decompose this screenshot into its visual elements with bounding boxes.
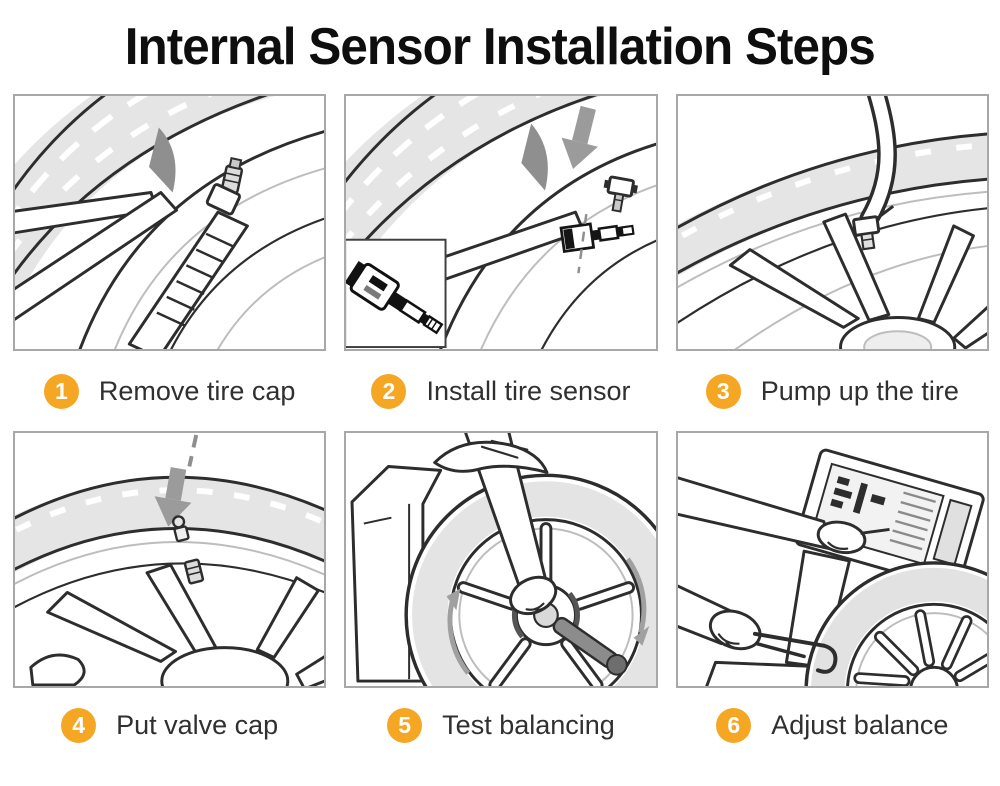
sensor-inset-box	[346, 238, 447, 349]
step-caption-1: 1 Remove tire cap	[13, 351, 326, 431]
step-number-badge: 6	[716, 707, 752, 743]
steps-grid-row-1: 1 Remove tire cap	[13, 94, 989, 431]
tire-lever-valve-tool-illustration	[15, 96, 325, 349]
step-panel-4	[13, 431, 327, 688]
step-number-badge: 5	[387, 707, 423, 743]
step-number-badge: 2	[371, 373, 407, 409]
step-number-badge: 4	[61, 707, 97, 743]
down-arrow-icon	[154, 467, 192, 527]
down-arrow-icon	[561, 105, 599, 169]
step-cell-3: 3 Pump up the tire	[675, 94, 989, 431]
step-label: Put valve cap	[116, 709, 279, 740]
step-caption-3: 3 Pump up the tire	[676, 351, 989, 431]
step-cell-4: 4 Put valve cap	[13, 431, 327, 762]
step-cell-6: 6 Adjust balance	[675, 431, 989, 762]
air-hose-on-valve-illustration	[677, 96, 987, 349]
balancer-console-adjust-illustration	[677, 448, 987, 686]
header: Internal Sensor Installation Steps	[0, 0, 1000, 94]
step-label: Test balancing	[442, 709, 615, 740]
steps-grid-row-2: 4 Put valve cap	[13, 431, 989, 762]
step-panel-2	[344, 94, 658, 351]
wheel-balancer-spin-illustration	[350, 433, 656, 686]
step-cell-5: 5 Test balancing	[344, 431, 658, 762]
step-panel-1	[13, 94, 327, 351]
step-label: Adjust balance	[771, 709, 949, 740]
step-label: Remove tire cap	[98, 375, 296, 406]
sensor-insert-with-inset-illustration	[346, 96, 656, 349]
step-caption-4: 4 Put valve cap	[13, 688, 326, 762]
step-cell-1: 1 Remove tire cap	[13, 94, 327, 431]
step-caption-6: 6 Adjust balance	[676, 688, 989, 762]
step-number-badge: 1	[43, 373, 79, 409]
valve-cap-arrow-illustration	[15, 434, 325, 686]
step-panel-5	[344, 431, 658, 688]
step-label: Install tire sensor	[426, 375, 631, 406]
step-cell-2: 2 Install tire sensor	[344, 94, 658, 431]
step-label: Pump up the tire	[760, 375, 959, 406]
step-panel-3	[675, 94, 989, 351]
step-caption-2: 2 Install tire sensor	[344, 351, 657, 431]
step-number-badge: 3	[705, 373, 741, 409]
step-panel-6	[675, 431, 989, 688]
step-caption-5: 5 Test balancing	[344, 688, 657, 762]
page-title: Internal Sensor Installation Steps	[124, 18, 876, 76]
